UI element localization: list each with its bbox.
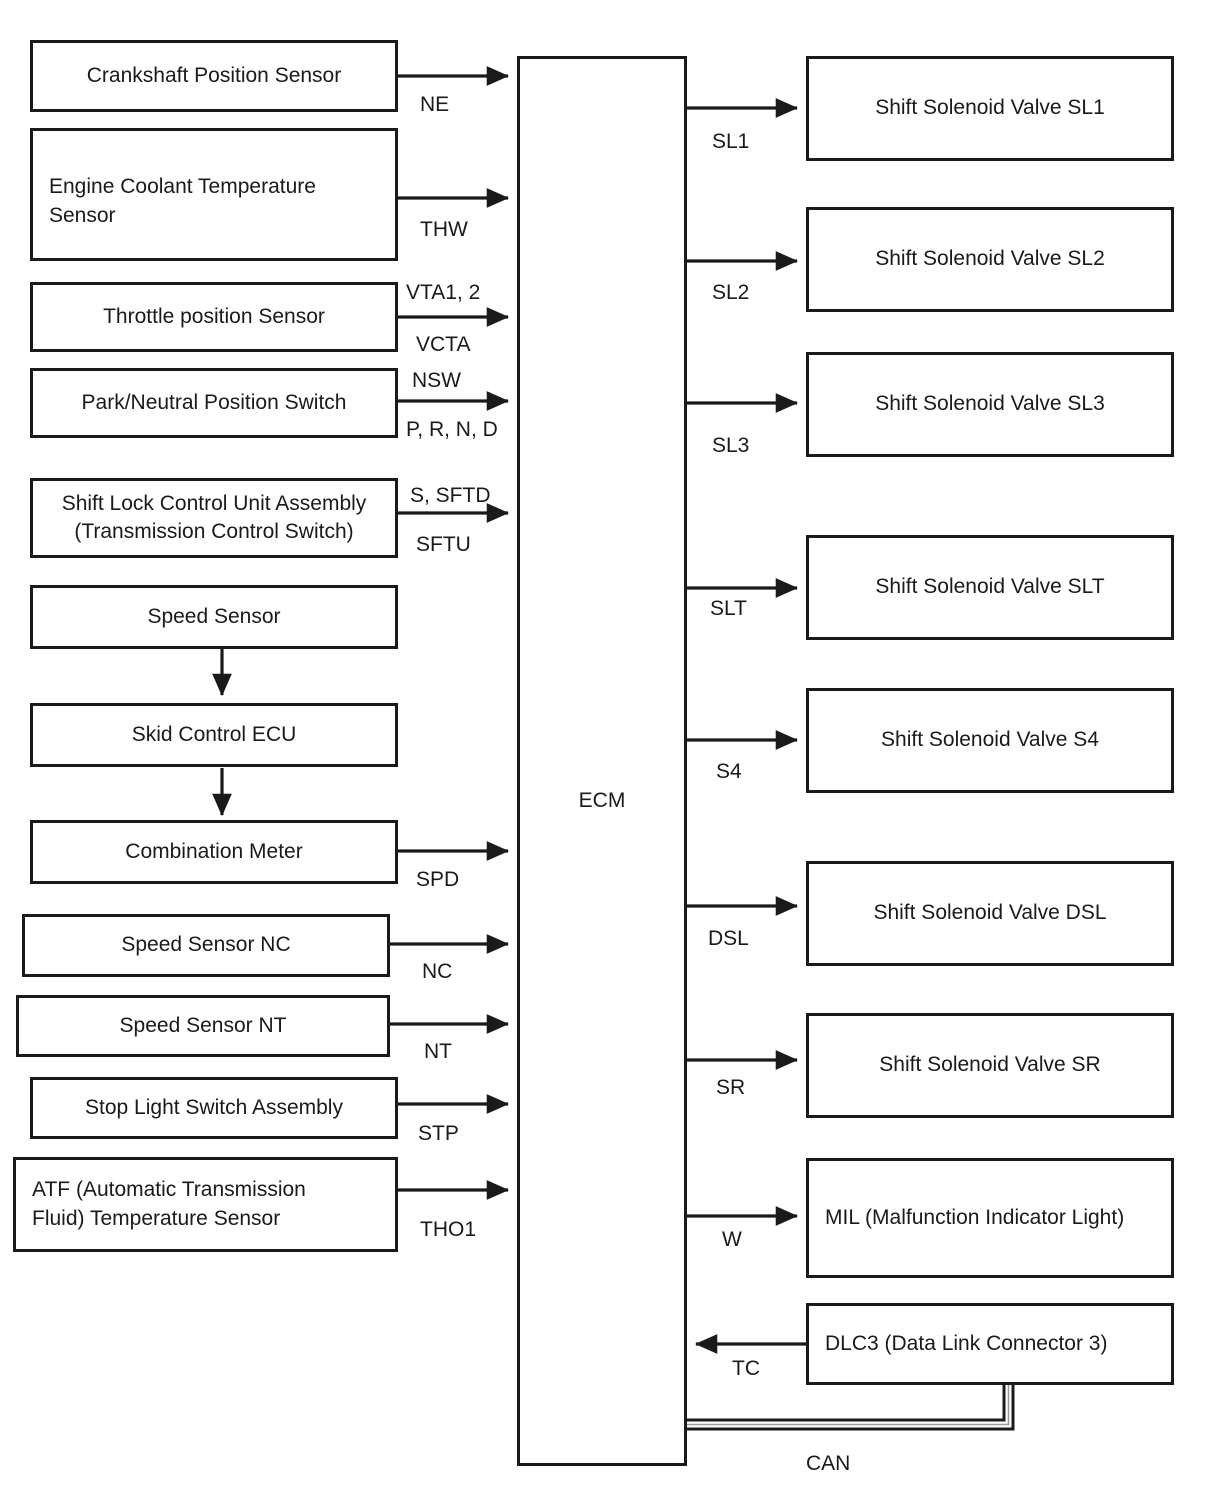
can-bus-label: CAN [806, 1452, 851, 1475]
node-shift-solenoid-valve-sl3[interactable]: Shift Solenoid Valve SL3 [806, 352, 1174, 457]
node-label: Speed Sensor [147, 604, 281, 628]
signal-label-ne: NE [420, 93, 450, 116]
ecm-label: ECM [578, 789, 626, 812]
node-speed-sensor[interactable]: Speed Sensor [30, 585, 398, 649]
signal-label-w: W [722, 1228, 742, 1251]
signal-label-tc: TC [732, 1357, 760, 1380]
node-label-line1: ATF (Automatic Transmission [32, 1178, 306, 1202]
node-shift-solenoid-valve-sr[interactable]: Shift Solenoid Valve SR [806, 1013, 1174, 1118]
node-label: Shift Solenoid Valve S4 [881, 728, 1099, 752]
node-label: Stop Light Switch Assembly [85, 1095, 343, 1119]
node-shift-lock-control-unit-assembly[interactable]: Shift Lock Control Unit Assembly (Transm… [30, 478, 398, 558]
node-label: Skid Control ECU [131, 722, 297, 746]
node-speed-sensor-nc[interactable]: Speed Sensor NC [22, 914, 390, 977]
node-skid-control-ecu[interactable]: Skid Control ECU [30, 703, 398, 767]
node-label: Throttle position Sensor [103, 304, 325, 328]
node-speed-sensor-nt[interactable]: Speed Sensor NT [16, 995, 390, 1057]
node-dlc3-data-link-connector[interactable]: DLC3 (Data Link Connector 3) [806, 1303, 1174, 1385]
signal-label-tho1: THO1 [420, 1218, 477, 1241]
signal-label-vta1-2: VTA1, 2 [406, 281, 481, 304]
node-label: Crankshaft Position Sensor [86, 63, 342, 87]
node-label-line2: Sensor [49, 203, 116, 227]
signal-label-nt: NT [424, 1040, 452, 1063]
node-label: Shift Solenoid Valve SR [879, 1053, 1101, 1077]
node-label: Shift Solenoid Valve SLT [875, 575, 1105, 599]
signal-label-spd: SPD [416, 868, 460, 891]
node-label: DLC3 (Data Link Connector 3) [825, 1331, 1108, 1355]
signal-label-dsl: DSL [708, 927, 749, 950]
node-label: Shift Solenoid Valve DSL [873, 901, 1107, 925]
signal-label-prnd: P, R, N, D [406, 418, 498, 441]
signal-label-nsw: NSW [412, 369, 461, 392]
signal-label-nc: NC [422, 960, 453, 983]
node-ecm[interactable]: ECM [517, 56, 687, 1466]
node-label-line2: Fluid) Temperature Sensor [32, 1206, 281, 1230]
node-stop-light-switch-assembly[interactable]: Stop Light Switch Assembly [30, 1077, 398, 1139]
signal-label-thw: THW [420, 218, 468, 241]
node-combination-meter[interactable]: Combination Meter [30, 820, 398, 884]
node-label: Speed Sensor NC [121, 933, 291, 957]
signal-label-sl1: SL1 [712, 130, 750, 153]
can-bus [687, 1385, 1015, 1431]
node-label: Park/Neutral Position Switch [81, 390, 347, 414]
signal-label-s-sftd: S, SFTD [410, 484, 491, 507]
signal-label-s4: S4 [716, 760, 742, 783]
node-engine-coolant-temperature-sensor[interactable]: Engine Coolant Temperature Sensor [30, 128, 398, 261]
node-shift-solenoid-valve-slt[interactable]: Shift Solenoid Valve SLT [806, 535, 1174, 640]
node-label: Speed Sensor NT [119, 1013, 287, 1037]
node-label-line1: Engine Coolant Temperature [49, 175, 316, 199]
signal-label-sl3: SL3 [712, 434, 750, 457]
node-shift-solenoid-valve-sl1[interactable]: Shift Solenoid Valve SL1 [806, 56, 1174, 161]
signal-label-sr: SR [716, 1076, 746, 1099]
node-throttle-position-sensor[interactable]: Throttle position Sensor [30, 282, 398, 352]
signal-label-vcta: VCTA [416, 333, 471, 356]
node-park-neutral-position-switch[interactable]: Park/Neutral Position Switch [30, 368, 398, 438]
node-label: MIL (Malfunction Indicator Light) [825, 1205, 1125, 1229]
node-shift-solenoid-valve-sl2[interactable]: Shift Solenoid Valve SL2 [806, 207, 1174, 312]
node-label: Shift Solenoid Valve SL1 [875, 96, 1105, 120]
signal-label-sftu: SFTU [416, 533, 471, 556]
node-label-line2: (Transmission Control Switch) [74, 520, 354, 543]
signal-label-sl2: SL2 [712, 281, 750, 304]
node-label: Shift Solenoid Valve SL2 [875, 247, 1105, 271]
node-label: Shift Solenoid Valve SL3 [875, 392, 1105, 416]
node-shift-solenoid-valve-dsl[interactable]: Shift Solenoid Valve DSL [806, 861, 1174, 966]
signal-label-stp: STP [418, 1122, 459, 1145]
node-shift-solenoid-valve-s4[interactable]: Shift Solenoid Valve S4 [806, 688, 1174, 793]
node-atf-temperature-sensor[interactable]: ATF (Automatic Transmission Fluid) Tempe… [13, 1157, 398, 1252]
node-label: Combination Meter [125, 839, 303, 863]
node-label-line1: Shift Lock Control Unit Assembly [61, 491, 367, 515]
signal-label-slt: SLT [710, 597, 747, 620]
node-mil-malfunction-indicator-light[interactable]: MIL (Malfunction Indicator Light) [806, 1158, 1174, 1278]
node-crankshaft-position-sensor[interactable]: Crankshaft Position Sensor [30, 40, 398, 112]
